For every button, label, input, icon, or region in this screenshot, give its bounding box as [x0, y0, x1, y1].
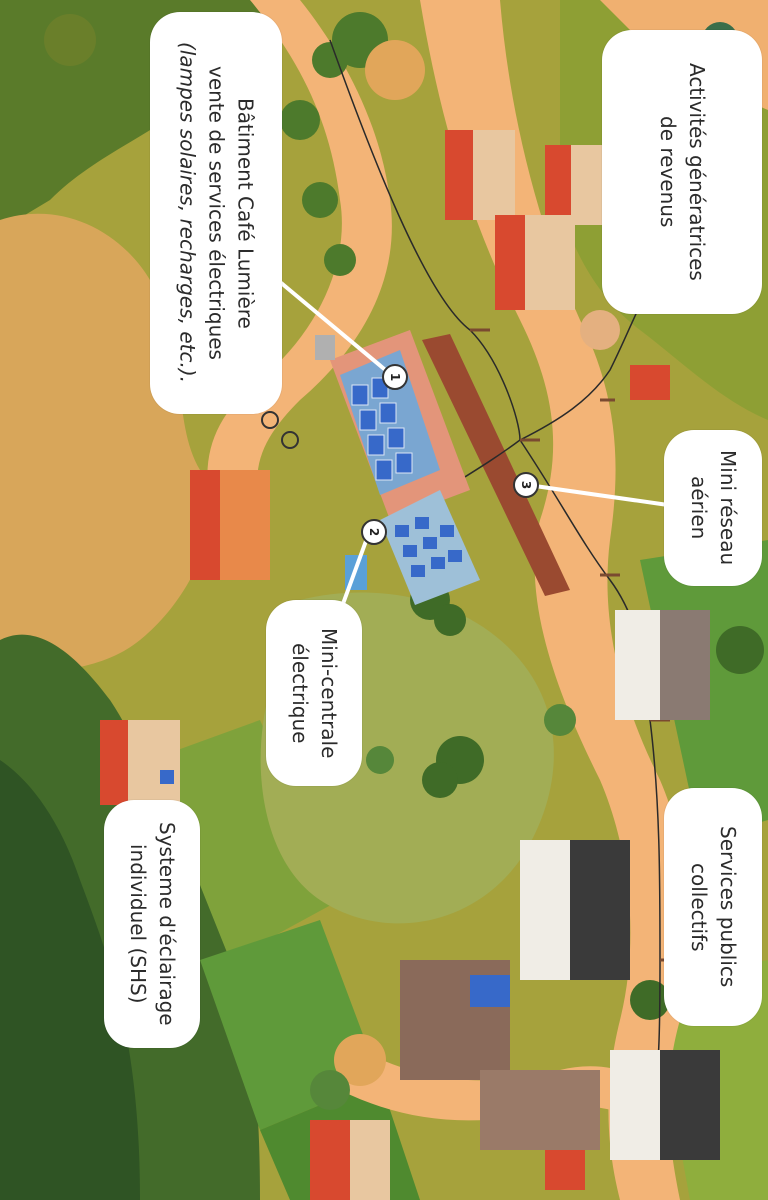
- cafe-line-1: Bâtiment Café Lumière: [233, 97, 258, 329]
- shs-line-2: individuel (SHS): [126, 844, 150, 1004]
- grid-line-2: aérien: [687, 476, 711, 540]
- plant-line-2: électrique: [288, 642, 312, 744]
- field-a: [150, 720, 340, 960]
- callout-plant: Mini-centrale électrique: [266, 600, 362, 786]
- shed: [190, 470, 270, 580]
- revenue-line-1: Activités génératrices: [685, 63, 709, 281]
- marker-3: 3: [513, 472, 539, 498]
- public-line-2: collectifs: [687, 862, 711, 952]
- callout-grid-text: Mini réseau aérien: [684, 450, 742, 565]
- callout-revenue: Activités génératrices de revenus: [602, 30, 762, 314]
- marker-2-label: 2: [366, 527, 381, 537]
- callout-shs-text: Systeme d'éclairage individuel (SHS): [123, 822, 181, 1026]
- forest-left-dark: [0, 760, 140, 1200]
- callout-public-text: Services publics collectifs: [684, 826, 742, 987]
- path-left: [207, 0, 392, 500]
- houses-bottom: [310, 960, 600, 1200]
- callout-revenue-text: Activités génératrices de revenus: [653, 63, 711, 281]
- callout-plant-text: Mini-centrale électrique: [285, 628, 343, 758]
- revenue-line-2: de revenus: [656, 116, 680, 228]
- callout-cafe-text: Bâtiment Café Lumière vente de services …: [173, 42, 260, 383]
- cafe-building: [261, 330, 470, 520]
- shs-line-1: Systeme d'éclairage: [155, 822, 179, 1026]
- cafe-line-2: vente de services électriques: [204, 66, 229, 360]
- public-line-1: Services publics: [716, 826, 740, 988]
- power-plant: [345, 490, 480, 605]
- shs-house: [100, 720, 180, 805]
- plant-line-1: Mini-centrale: [317, 627, 341, 759]
- houses-revenue: [445, 130, 670, 400]
- cafe-line-3: (lampes solaires, recharges, etc.).: [175, 42, 200, 384]
- callout-public: Services publics collectifs: [664, 788, 762, 1026]
- callout-shs: Systeme d'éclairage individuel (SHS): [104, 800, 200, 1048]
- grid-line-1: Mini réseau: [716, 450, 740, 566]
- leader-lines: [278, 280, 669, 613]
- marker-1: 1: [382, 364, 408, 390]
- marker-2: 2: [361, 519, 387, 545]
- public-buildings: [520, 610, 720, 1160]
- callout-cafe: Bâtiment Café Lumière vente de services …: [150, 12, 282, 414]
- embankment: [422, 334, 570, 596]
- main-road: [420, 0, 691, 1200]
- marker-1-label: 1: [387, 372, 402, 382]
- callout-grid: Mini réseau aérien: [664, 430, 762, 586]
- marker-3-label: 3: [518, 480, 533, 490]
